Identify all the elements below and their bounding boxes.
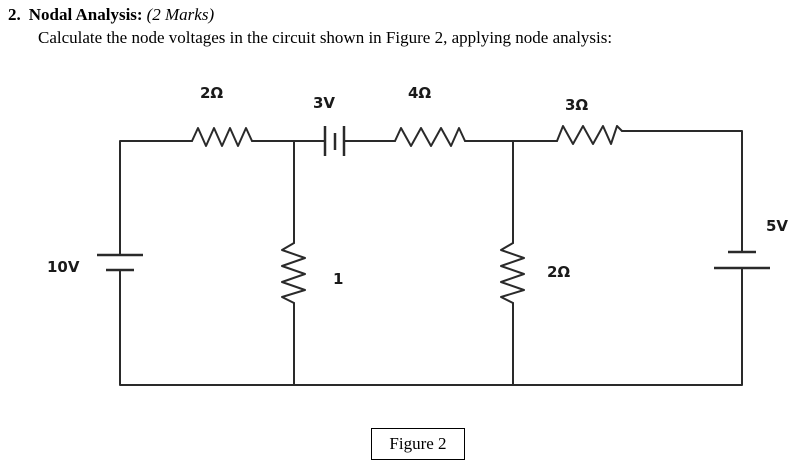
resistor-top-right [556, 125, 623, 145]
label-source-left: 10V [47, 258, 80, 276]
label-r-vertical-right: 2Ω [547, 263, 570, 281]
label-r-top-middle: 4Ω [408, 84, 431, 102]
label-r-top-right: 3Ω [565, 96, 588, 114]
resistor-vertical-right [500, 242, 525, 304]
figure-caption: Figure 2 [371, 428, 465, 460]
battery-5v-symbol [714, 250, 770, 270]
label-source-top: 3V [313, 94, 335, 112]
question-heading: 2. Nodal Analysis:(2 Marks) [8, 4, 214, 26]
wire-left-bottom [119, 267, 743, 386]
battery-10v-symbol [97, 253, 143, 272]
question-number: 2. [8, 5, 21, 24]
question-title: Nodal Analysis: [28, 5, 143, 24]
wire-top-d [621, 130, 743, 253]
label-source-right: 5V [766, 217, 788, 235]
resistor-top-left [191, 127, 253, 147]
label-r-top-left: 2Ω [200, 84, 223, 102]
wire-left-top [119, 140, 193, 256]
question-marks: (2 Marks) [146, 5, 215, 24]
label-r-vertical-left: 1 [333, 270, 343, 288]
resistor-vertical-left [281, 242, 306, 304]
question-instruction: Calculate the node voltages in the circu… [38, 28, 613, 47]
resistor-top-middle [394, 127, 466, 147]
battery-3v-symbol [323, 126, 346, 156]
